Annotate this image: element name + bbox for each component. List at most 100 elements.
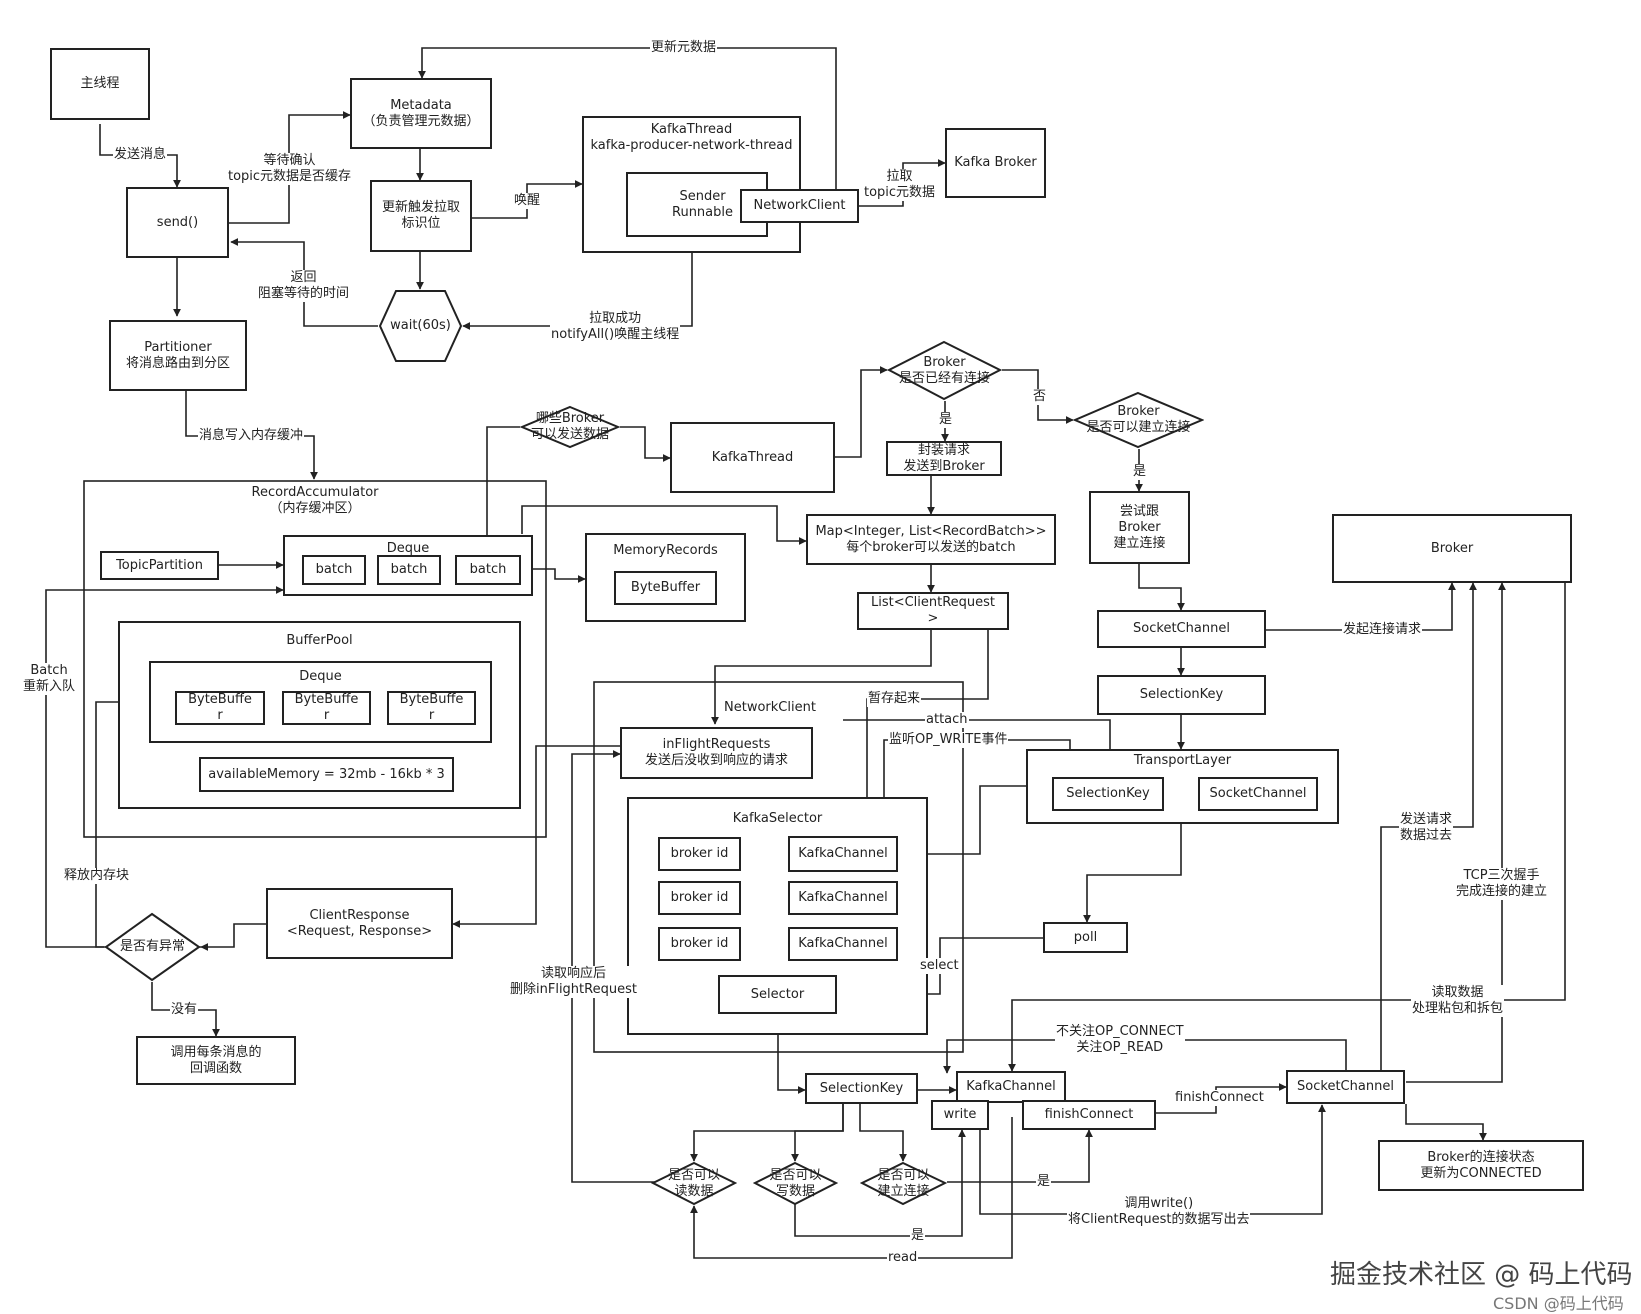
edge-socketchannel-to-broker xyxy=(1266,582,1456,631)
edge-read xyxy=(690,1117,1013,1259)
label-update-metadata: 更新元数据 xyxy=(650,40,718,56)
label-pull-success: 拉取成功 notifyAll()唤醒主线程 xyxy=(550,311,681,343)
write-box: write xyxy=(931,1100,989,1130)
edge-kafkathread-to-wait xyxy=(462,253,693,330)
label-listen-write: 监听OP_WRITE事件 xyxy=(888,732,1009,748)
broker-connected-diamond: Broker 是否已经有连接 xyxy=(887,340,1002,401)
label-read: read xyxy=(887,1250,919,1266)
label-initiate-connect: 发起连接请求 xyxy=(1342,622,1423,638)
available-memory-box: availableMemory = 32mb - 16kb * 3 xyxy=(199,757,454,792)
edge-deque-to-map xyxy=(521,505,807,545)
socket-channel-1-box: SocketChannel xyxy=(1097,610,1266,648)
metadata-box: Metadata （负责管理元数据） xyxy=(350,78,492,149)
edge-socketchannel-to-connected xyxy=(1405,1104,1487,1141)
kafka-broker-top-box: Kafka Broker xyxy=(945,128,1046,198)
edge-selectionkey-connect xyxy=(859,1104,907,1162)
label-send-message: 发送消息 xyxy=(113,147,168,163)
watermark-sub: CSDN @码上代码 xyxy=(1493,1294,1624,1313)
edge-read-data xyxy=(1008,583,1566,1072)
label-wait-confirm: 等待确认 topic元数据是否缓存 xyxy=(227,153,353,185)
label-yes-4: 是 xyxy=(910,1228,926,1244)
label-yes-3: 是 xyxy=(1036,1174,1052,1190)
edge-selector-to-selectionkey xyxy=(777,1014,806,1094)
can-write-diamond: 是否可以 写数据 xyxy=(753,1161,838,1206)
tl-selection-key-box: SelectionKey xyxy=(1052,777,1164,811)
batch-1-box: batch xyxy=(302,555,366,585)
poll-box: poll xyxy=(1043,922,1128,953)
kafka-channel-bottom-box: KafkaChannel xyxy=(956,1071,1066,1103)
connected-state-box: Broker的连接状态 更新为CONNECTED xyxy=(1378,1140,1584,1191)
label-wake-up: 唤醒 xyxy=(513,193,542,209)
edge-batch-to-memoryrecords xyxy=(533,568,586,583)
list-client-request-box: List<ClientRequest > xyxy=(857,592,1009,630)
label-no-exception: 没有 xyxy=(170,1002,199,1018)
broker-id-2-box: broker id xyxy=(658,881,741,915)
label-release-memory: 释放内存块 xyxy=(63,868,131,884)
label-call-write: 调用write() 将ClientRequest的数据写出去 xyxy=(1067,1196,1251,1228)
byte-buffer-box: ByteBuffer xyxy=(614,571,717,605)
wait-hexagon: wait(60s) xyxy=(378,289,463,363)
socket-channel-bottom-box: SocketChannel xyxy=(1286,1070,1405,1104)
edge-transport-to-poll xyxy=(1083,824,1182,923)
edge-list-to-networkclient xyxy=(711,630,932,725)
client-response-box: ClientResponse <Request, Response> xyxy=(266,888,453,959)
edge-batch-requeue xyxy=(45,586,284,948)
batch-2-box: batch xyxy=(377,555,441,585)
selector-box: Selector xyxy=(718,975,837,1014)
label-yes-1: 是 xyxy=(938,412,954,428)
map-batches-box: Map<Integer, List<RecordBatch>> 每个broker… xyxy=(806,514,1056,565)
accumulator-frame xyxy=(83,480,547,838)
try-connect-box: 尝试跟 Broker 建立连接 xyxy=(1089,491,1190,564)
label-send-request: 发送请求 数据过去 xyxy=(1399,812,1454,844)
label-pull-topic: 拉取 topic元数据 xyxy=(863,169,937,201)
update-flag-box: 更新触发拉取 标识位 xyxy=(370,180,472,252)
label-temp-store: 暂存起来 xyxy=(867,691,922,707)
label-read-data: 读取数据 处理粘包和拆包 xyxy=(1411,985,1505,1017)
network-client-mid-label: NetworkClient xyxy=(724,700,816,715)
batch-3-box: batch xyxy=(455,555,521,585)
finish-connect-box: finishConnect xyxy=(1022,1100,1156,1130)
kafka-thread-mid-box: KafkaThread xyxy=(670,422,835,493)
edge-kafkathread-to-brokerconnected xyxy=(835,366,888,458)
selection-key-bottom-box: SelectionKey xyxy=(805,1073,918,1104)
broker-id-3-box: broker id xyxy=(658,927,741,961)
label-yes-2: 是 xyxy=(1132,464,1148,480)
pool-buffer-1-box: ByteBuffe r xyxy=(175,691,265,725)
broker-id-1-box: broker id xyxy=(658,837,741,871)
edge-networkclient-to-metadata xyxy=(418,47,837,189)
edge-canwrite-yes xyxy=(794,1129,966,1237)
network-client-top-box: NetworkClient xyxy=(740,189,859,223)
label-select: select xyxy=(919,958,960,974)
label-attach: attach xyxy=(925,712,969,728)
pool-buffer-3-box: ByteBuffe r xyxy=(387,691,476,725)
label-read-response: 读取响应后 删除inFlightRequest xyxy=(509,966,638,998)
edge-selectionkey-read xyxy=(690,1104,844,1162)
topic-partition-box: TopicPartition xyxy=(100,551,219,580)
broker-right-box: Broker xyxy=(1332,514,1572,583)
can-read-diamond: 是否可以 读数据 xyxy=(651,1161,737,1206)
kafka-channel-3-box: KafkaChannel xyxy=(788,927,898,961)
label-write-buffer: 消息写入内存缓冲 xyxy=(198,428,305,444)
edge-selectionkey-write xyxy=(791,1104,844,1162)
can-connect-diamond: 是否可以 建立连接 xyxy=(860,1161,947,1206)
which-broker-diamond: 哪些Broker 可以发送数据 xyxy=(520,405,620,449)
pool-buffer-2-box: ByteBuffe r xyxy=(282,691,371,725)
kafka-channel-1-box: KafkaChannel xyxy=(788,836,898,872)
edge-canconnect-yes xyxy=(947,1129,1093,1183)
label-return-block: 返回 阻塞等待的时间 xyxy=(257,270,351,302)
partitioner-box: Partitioner 将消息路由到分区 xyxy=(109,320,247,391)
label-no: 否 xyxy=(1032,389,1048,405)
label-op-connect: 不关注OP_CONNECT 关注OP_READ xyxy=(1055,1024,1185,1056)
send-box: send() xyxy=(126,187,229,258)
label-tcp-handshake: TCP三次握手 完成连接的建立 xyxy=(1455,868,1549,900)
edge-inflight-to-clientresponse xyxy=(452,745,620,928)
wrap-request-box: 封装请求 发送到Broker xyxy=(886,441,1002,476)
edge-clientresponse-to-exception xyxy=(200,923,266,951)
watermark-main: 掘金技术社区 @ 码上代码 xyxy=(1330,1260,1633,1290)
main-thread-box: 主线程 xyxy=(50,48,150,120)
label-finish-connect: finishConnect xyxy=(1174,1090,1265,1106)
edge-transport-to-kafkachannel xyxy=(899,785,1026,858)
selection-key-1-box: SelectionKey xyxy=(1097,675,1266,715)
